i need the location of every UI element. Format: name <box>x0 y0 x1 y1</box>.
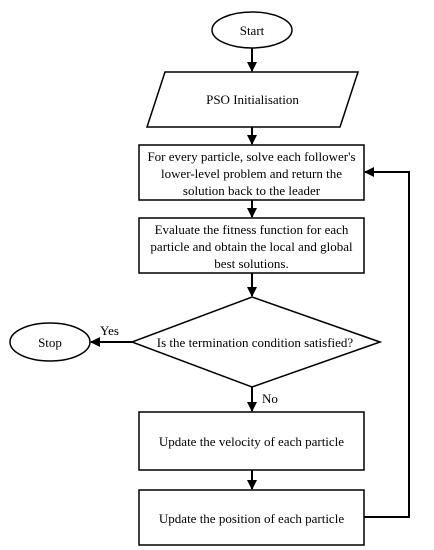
evaluate-line-3: best solutions. <box>214 256 289 271</box>
solve-line-2: lower-level problem and return the <box>161 166 342 181</box>
evaluate-line-2: particle and obtain the local and global <box>150 239 353 254</box>
solve-label: For every particle, solve each follower'… <box>139 148 364 199</box>
decision-label: Is the termination condition satisfied? <box>156 334 354 350</box>
init-label: PSO Initialisation <box>206 91 299 107</box>
position-label: Update the position of each particle <box>158 510 345 526</box>
init-parallelogram <box>145 71 360 128</box>
evaluate-process-box <box>138 217 365 274</box>
yes-label: Yes <box>100 323 119 338</box>
solve-line-1: For every particle, solve each follower'… <box>147 149 356 164</box>
no-label: No <box>262 391 278 406</box>
stop-label: Stop <box>38 334 62 350</box>
arrow-loop-back-to-solve <box>364 167 410 518</box>
evaluate-label: Evaluate the fitness function for each p… <box>139 221 364 272</box>
velocity-label: Update the velocity of each particle <box>158 433 345 449</box>
velocity-process-box <box>138 411 365 471</box>
position-process-box <box>138 489 365 546</box>
evaluate-line-1: Evaluate the fitness function for each <box>154 222 349 237</box>
start-label: Start <box>239 22 265 38</box>
solve-line-3: solution back to the leader <box>182 183 321 198</box>
solve-process-box <box>138 144 365 201</box>
